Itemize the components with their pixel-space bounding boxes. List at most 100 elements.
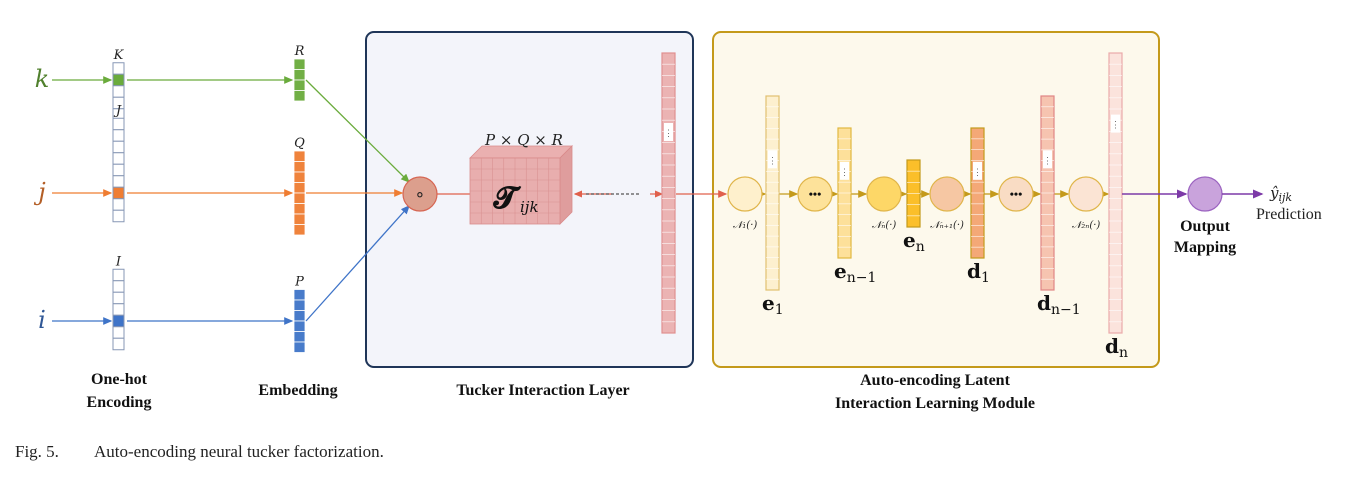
embedding-cell [293, 171, 306, 183]
outer-product-symbol: ∘ [415, 185, 426, 205]
embedding-cell [293, 299, 306, 311]
ae-vector-e-0: ⋮e1 [762, 95, 784, 318]
onehot-cell [112, 326, 125, 339]
ae-layer-node-1: 𝒩₁(·) [727, 176, 763, 231]
tensor-subscript: ijk [520, 198, 539, 216]
ae-node-label: 𝒩ₙ(·) [872, 220, 897, 231]
embedding-dim-label: R [294, 44, 305, 59]
ae-node-circle [797, 176, 833, 212]
figure-caption-number: Fig. 5. [15, 442, 59, 461]
embedding-dim-label: Q [294, 136, 305, 151]
ellipsis-slot [973, 161, 982, 180]
ae-vector-label: en−1 [834, 259, 876, 286]
onehot-cell [112, 268, 125, 282]
vertical-ellipsis-icon: ⋮ [1043, 155, 1052, 165]
vector-body [1108, 52, 1123, 334]
edge-embed-r-to-product [305, 79, 410, 183]
ae-vector-label: d1 [967, 259, 990, 286]
onehot-dim-label: I [115, 254, 122, 269]
core-tensor-cube [469, 145, 573, 225]
ae-module-label-1: Auto-encoding Latent [860, 372, 1010, 389]
ae-vector-label: en [903, 228, 925, 255]
output-section: ŷijk Prediction Output Mapping [1122, 176, 1322, 256]
onehot-cell [112, 117, 125, 131]
ae-node-label: 𝒩₂ₙ(·) [1072, 220, 1101, 231]
embedding-cell [293, 331, 306, 343]
ellipsis-icon: ••• [1010, 187, 1023, 201]
onehot-cell [112, 291, 125, 305]
embedding-cell [293, 79, 306, 91]
autoencoder-layer: 𝒩₁(·)•••𝒩ₙ(·)𝒩ₙ₊₁(·)•••𝒩₂ₙ(·)⋮e1⋮en−1en⋮… [727, 52, 1128, 361]
ae-layer-node-4: 𝒩ₙ₊₁(·) [929, 176, 965, 231]
vector-body [661, 52, 676, 334]
ae-node-circle [929, 176, 965, 212]
ellipsis-slot [840, 161, 849, 180]
prediction-label: Prediction [1256, 206, 1322, 223]
onehot-cell [112, 303, 125, 316]
ellipsis-slot [1111, 114, 1120, 133]
tucker-layer: ∘ P × Q × R 𝓣 ijk ⋮ [305, 52, 728, 334]
onehot-cell [112, 163, 125, 177]
onehot-label-2: Encoding [87, 394, 152, 411]
tucker-layer-label: Tucker Interaction Layer [456, 382, 629, 399]
ae-layer-node-3: 𝒩ₙ(·) [866, 176, 902, 231]
onehot-cell [112, 85, 125, 98]
ae-vector-label: e1 [762, 291, 784, 318]
vertical-ellipsis-icon: ⋮ [1111, 120, 1120, 130]
embedding-cell [293, 341, 306, 353]
onehot-cell [112, 337, 125, 351]
ellipsis-slot [664, 123, 673, 141]
onehot-dim-label: K [113, 48, 125, 63]
embedding-cell [293, 192, 306, 204]
input-branch-k: k K R [35, 44, 306, 121]
embedding-cell [293, 69, 306, 81]
input-branch-j: j J Q [33, 103, 306, 236]
embedding-label: Embedding [258, 382, 337, 399]
input-symbol-i: i [38, 306, 46, 334]
embedding-cell [293, 203, 306, 215]
ae-vector-d-4: ⋮ dn−1 [1037, 95, 1081, 318]
input-symbol-k: k [35, 65, 50, 93]
prediction-symbol: ŷijk [1269, 184, 1292, 204]
ae-vector-e-2: en [903, 159, 925, 255]
flattened-interaction-vector: ⋮ [661, 52, 676, 334]
embedding-cell [293, 224, 306, 236]
onehot-cell [112, 175, 125, 188]
onehot-cell [112, 140, 125, 154]
embedding-cell [293, 150, 306, 162]
ae-node-label: 𝒩₁(·) [733, 220, 758, 231]
ae-vector-d-3: ⋮ d1 [967, 127, 990, 286]
output-mapping-node [1187, 176, 1223, 212]
ae-node-circle [727, 176, 763, 212]
embedding-cell [293, 90, 306, 102]
onehot-hot-cell [112, 314, 125, 328]
vertical-ellipsis-icon: ⋮ [973, 167, 982, 177]
embedding-cell [293, 213, 306, 225]
output-mapping-label-1: Output [1180, 218, 1230, 235]
ae-node-circle [998, 176, 1034, 212]
input-symbol-j: j [33, 178, 46, 206]
ellipsis-slot [768, 150, 777, 169]
input-branch-i: iIP [38, 254, 306, 353]
onehot-cell [112, 129, 125, 142]
onehot-cell [112, 280, 125, 293]
ellipsis-icon: ••• [809, 187, 822, 201]
ae-layer-node-5: ••• [998, 176, 1034, 212]
figure-caption-text: Auto-encoding neural tucker factorizatio… [94, 442, 384, 461]
ae-layer-node-2: ••• [797, 176, 833, 212]
onehot-cell [112, 198, 125, 211]
ae-vector-e-1: ⋮ en−1 [834, 127, 876, 286]
ae-vector-label: dn [1105, 334, 1128, 361]
ae-vector-label: dn−1 [1037, 291, 1081, 318]
embedding-cell [293, 58, 306, 70]
onehot-cell [112, 152, 125, 165]
onehot-hot-cell [112, 186, 125, 200]
vertical-ellipsis-icon: ⋮ [840, 167, 849, 177]
embedding-cell [293, 310, 306, 322]
onehot-dim-label: J [113, 103, 122, 118]
cube-side-face [559, 145, 573, 225]
output-mapping-label-2: Mapping [1174, 239, 1236, 256]
ae-vector-d-5: ⋮ dn [1105, 52, 1128, 361]
